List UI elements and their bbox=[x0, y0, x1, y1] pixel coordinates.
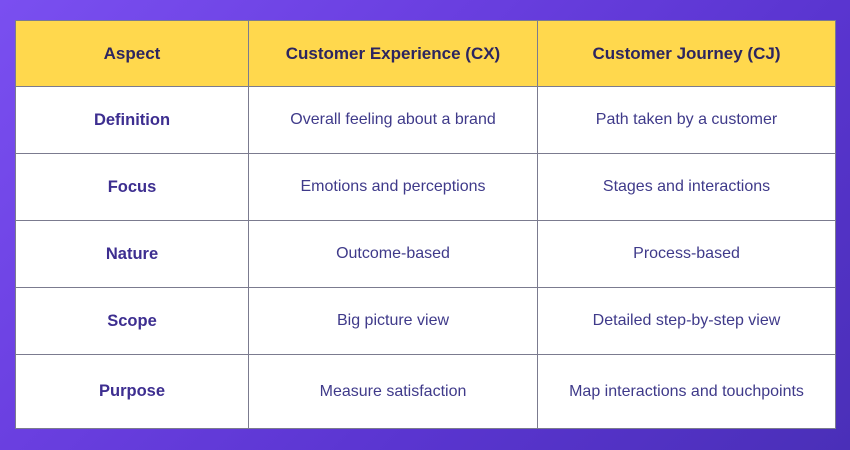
row-aspect-nature: Nature bbox=[15, 220, 249, 288]
table-row: Scope Big picture view Detailed step-by-… bbox=[15, 287, 836, 355]
cell-cx: Overall feeling about a brand bbox=[248, 86, 538, 154]
row-aspect-definition: Definition bbox=[15, 86, 249, 154]
table-body: Definition Overall feeling about a brand… bbox=[15, 86, 836, 429]
comparison-table: Aspect Customer Experience (CX) Customer… bbox=[15, 20, 836, 429]
table-row: Definition Overall feeling about a brand… bbox=[15, 86, 836, 154]
header-aspect: Aspect bbox=[15, 20, 249, 87]
cell-cj: Map interactions and touchpoints bbox=[537, 354, 836, 429]
header-customer-journey: Customer Journey (CJ) bbox=[537, 20, 836, 87]
cell-cj: Detailed step-by-step view bbox=[537, 287, 836, 355]
row-aspect-focus: Focus bbox=[15, 153, 249, 221]
cell-cj: Stages and interactions bbox=[537, 153, 836, 221]
cell-cj: Process-based bbox=[537, 220, 836, 288]
cell-cx: Big picture view bbox=[248, 287, 538, 355]
table-header: Aspect Customer Experience (CX) Customer… bbox=[15, 20, 836, 87]
header-customer-experience: Customer Experience (CX) bbox=[248, 20, 538, 87]
cell-cx: Outcome-based bbox=[248, 220, 538, 288]
header-row: Aspect Customer Experience (CX) Customer… bbox=[15, 20, 836, 87]
cell-cx: Measure satisfaction bbox=[248, 354, 538, 429]
row-aspect-purpose: Purpose bbox=[15, 354, 249, 429]
table-row: Purpose Measure satisfaction Map interac… bbox=[15, 354, 836, 429]
table-row: Focus Emotions and perceptions Stages an… bbox=[15, 153, 836, 221]
table-row: Nature Outcome-based Process-based bbox=[15, 220, 836, 288]
comparison-table-container: Aspect Customer Experience (CX) Customer… bbox=[15, 20, 836, 429]
cell-cx: Emotions and perceptions bbox=[248, 153, 538, 221]
row-aspect-scope: Scope bbox=[15, 287, 249, 355]
cell-cj: Path taken by a customer bbox=[537, 86, 836, 154]
